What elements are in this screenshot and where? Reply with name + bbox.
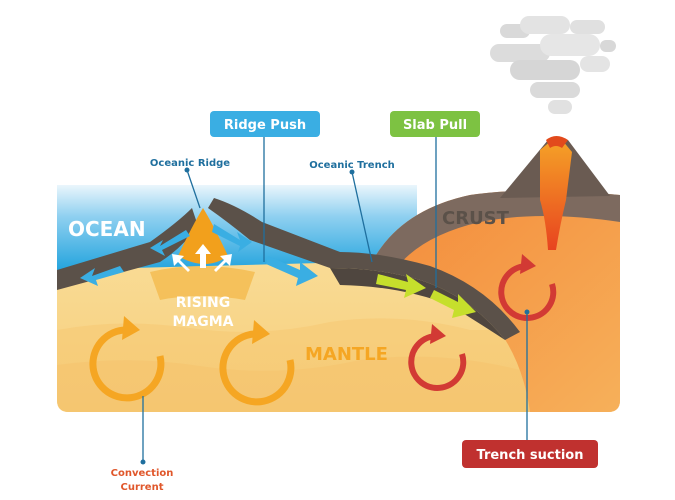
rising-magma-label-line2: MAGMA — [172, 314, 233, 330]
mantle-label: MANTLE — [305, 344, 388, 365]
convection-current-label-line1: Convection — [111, 468, 174, 479]
convection-current-1 — [89, 316, 165, 402]
ridge-push-badge: Ridge Push — [210, 111, 320, 137]
oceanic-ridge-label: Oceanic Ridge — [150, 158, 230, 169]
oceanic-plate-right — [208, 198, 520, 340]
callout-dots — [140, 167, 530, 465]
trench-suction-label: Trench suction — [477, 448, 584, 463]
callout-lines — [142, 136, 528, 462]
ridge-push-arrows — [80, 224, 318, 286]
slab-pull-label: Slab Pull — [403, 118, 467, 133]
slab-pull-badge: Slab Pull — [390, 111, 480, 137]
trench-suction-badge: Trench suction — [462, 440, 598, 468]
ridge-push-label: Ridge Push — [224, 118, 306, 133]
rising-magma-label-line1: RISING — [176, 295, 231, 311]
rising-magma — [150, 208, 255, 300]
trench-suction-current-1 — [408, 324, 467, 391]
convection-current-2 — [219, 320, 295, 406]
convection-current-label-line2: Current — [120, 482, 163, 493]
oceanic-plate-left — [57, 208, 198, 290]
ocean-label: OCEAN — [68, 217, 146, 241]
smoke-cloud-icon — [490, 16, 616, 114]
volcano-icon — [500, 136, 610, 250]
crust-label: CRUST — [442, 208, 510, 229]
oceanic-trench-label: Oceanic Trench — [309, 160, 395, 171]
slab-pull-arrows — [376, 274, 476, 318]
trench-suction-current-2 — [498, 254, 557, 321]
rising-magma-arrows — [172, 244, 232, 272]
